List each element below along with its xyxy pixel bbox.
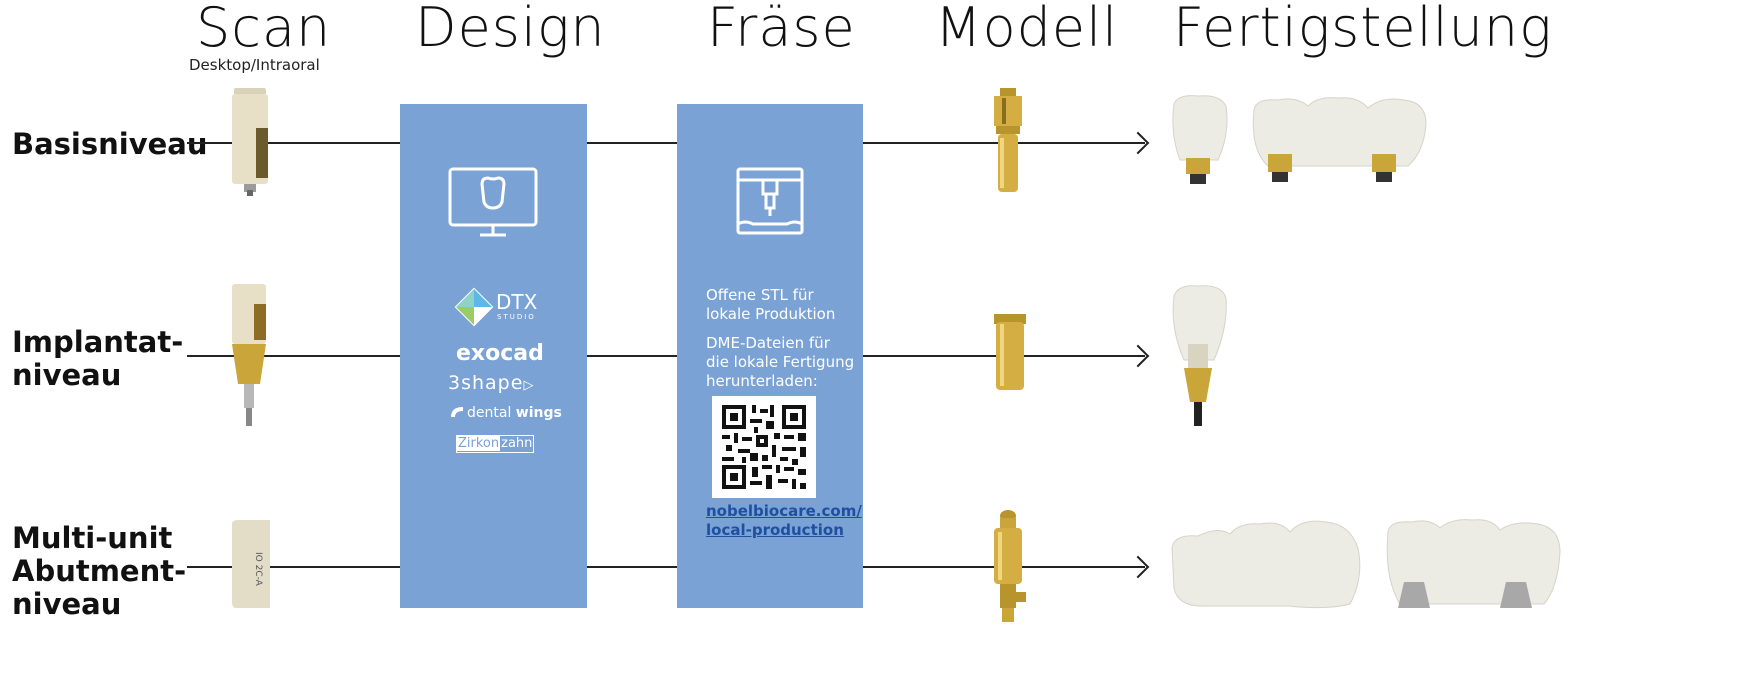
column-heading-model: Modell <box>935 0 1119 59</box>
dtx-brand: DTX <box>496 290 538 314</box>
mill-text-dme: DME-Dateien für die lokale Fertigung her… <box>706 334 855 390</box>
local-production-link[interactable]: nobelbiocare.com/ local-production <box>706 502 862 539</box>
dtx-brand-sub: STUDIO <box>497 313 536 321</box>
scan-body-multi-unit-icon: IO 2C-A <box>232 520 270 608</box>
model-analog-implant-icon <box>994 314 1026 390</box>
flow-line-row-1 <box>187 142 1145 144</box>
mill-text-stl: Offene STL für lokale Produktion <box>706 286 836 323</box>
row-label-implant-level: Implantat- niveau <box>12 325 184 392</box>
scan-body-base-icon <box>232 88 268 196</box>
bridge-multi-unit-2-icon <box>1386 519 1561 608</box>
model-analog-multi-unit-icon <box>994 510 1026 622</box>
zirkon-text: Zirkon <box>457 436 501 451</box>
arrowhead-row-3 <box>1126 555 1150 579</box>
monitor-tooth-icon <box>448 167 538 237</box>
crown-single-implant-icon <box>1172 285 1227 426</box>
crown-single-base-icon <box>1172 95 1228 184</box>
column-heading-finish: Fertigstellung <box>1173 0 1553 59</box>
arrowhead-row-1 <box>1126 131 1150 155</box>
svg-text:IO 2C-A: IO 2C-A <box>253 552 263 587</box>
column-heading-design: Design <box>415 0 606 59</box>
exocad-brand: exocad <box>456 341 544 366</box>
scan-subheading: Desktop/Intraoral <box>189 56 320 74</box>
row-label-base-level: Basisniveau <box>12 127 208 161</box>
3shape-brand: 3shape▷ <box>448 372 534 394</box>
flow-line-row-3 <box>187 566 1145 568</box>
column-heading-scan: Scan <box>196 0 332 59</box>
dental-wings-icon <box>451 407 463 417</box>
wings-text: wings <box>515 405 562 421</box>
scan-body-implant-icon <box>232 284 266 426</box>
zahn-text: zahn <box>501 436 533 451</box>
milling-machine-icon <box>736 167 804 235</box>
row-label-multi-unit-level: Multi-unit Abutment- niveau <box>12 521 187 621</box>
bridge-base-icon <box>1252 97 1427 182</box>
dental-text: dental <box>467 405 512 421</box>
flow-line-row-2 <box>187 355 1145 357</box>
dtx-logo-icon <box>454 287 494 327</box>
3shape-brand-text: 3shape <box>448 372 524 394</box>
qr-code-icon[interactable] <box>722 405 806 489</box>
column-heading-mill: Fräse <box>707 0 856 59</box>
mill-panel <box>677 104 863 608</box>
bridge-multi-unit-1-icon <box>1171 520 1361 609</box>
3shape-triangle-icon: ▷ <box>523 378 535 393</box>
dental-wings-brand: dental wings <box>467 405 562 421</box>
model-analog-base-icon <box>994 88 1022 192</box>
arrowhead-row-2 <box>1126 344 1150 368</box>
design-panel <box>400 104 587 608</box>
